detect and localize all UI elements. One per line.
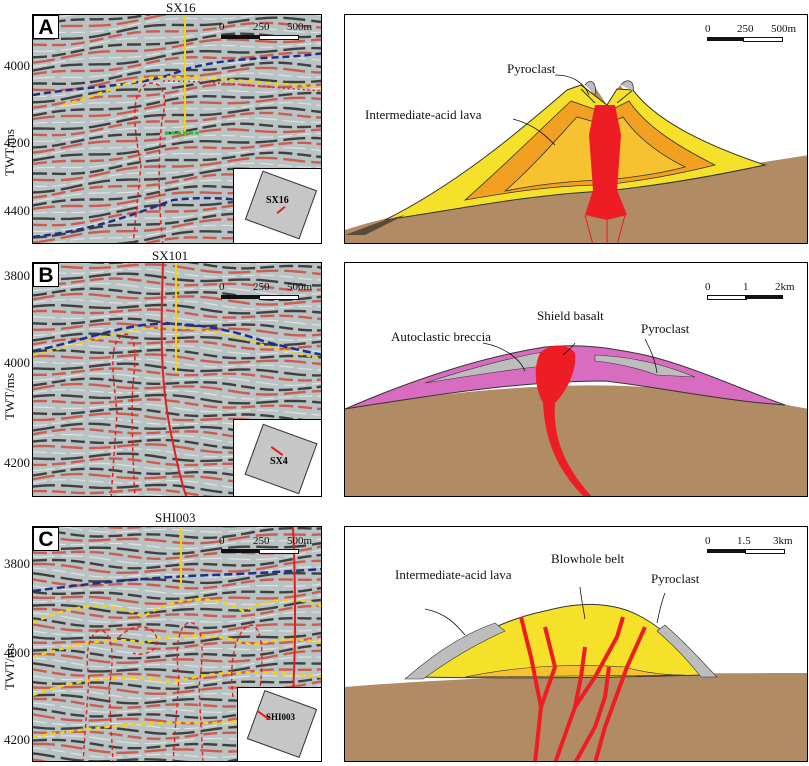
y-tick-c-2: 4000: [4, 645, 30, 660]
well-label-b: SX101: [152, 248, 189, 263]
volcano-model-a: [345, 74, 807, 243]
volcano-model-c: [345, 586, 807, 761]
location-inset-a: SX16: [233, 168, 321, 243]
seismic-scale-b: 0 250 500m: [219, 281, 319, 311]
label-intermediate-acid-lava-c: Intermediate-acid lava: [395, 567, 512, 582]
volcano-model-b: [345, 338, 807, 496]
model-scale-b: 0 1 2km: [705, 281, 805, 311]
label-shield-basalt: Shield basalt: [537, 308, 604, 323]
conduit-b: [535, 345, 592, 496]
seismic-panel-a: 0 250 500m SX16: [32, 14, 322, 244]
conduit-a: [585, 105, 627, 220]
label-autoclastic-breccia: Autoclastic breccia: [391, 329, 491, 344]
well-label-a: SX16: [166, 0, 196, 15]
label-pyroclast-b: Pyroclast: [641, 321, 690, 336]
location-inset-b: SX4: [233, 419, 321, 496]
y-tick-a-2: 4200: [4, 135, 30, 150]
horizon-blue-b: [33, 322, 321, 356]
label-intermediate-acid-lava-a: Intermediate-acid lava: [365, 107, 482, 122]
y-axis-label-a: TWT/ms: [2, 129, 17, 176]
y-tick-c-1: 3800: [4, 556, 30, 571]
panel-letter-b: B: [33, 263, 59, 287]
horizon-blue-upper: [33, 52, 321, 97]
model-scale-a: 0 250 500m: [705, 23, 805, 53]
conduit-outline-a: [132, 82, 166, 243]
y-axis-label-c: TWT/ms: [2, 643, 17, 690]
location-inset-c: SHI003: [237, 687, 321, 761]
seismic-panel-b: 0 250 500m SX4: [32, 262, 322, 497]
fault-b: [160, 263, 188, 496]
model-panel-a: 0 250 500m Pyroclast Intermediate-acid l…: [344, 14, 808, 244]
blowhole-conduits: [519, 616, 647, 761]
y-tick-c-3: 4200: [4, 732, 30, 747]
horizon-yellow: [62, 75, 321, 107]
model-panel-b: 0 1 2km Shield basalt Autoclastic brecci…: [344, 262, 808, 497]
y-tick-a-1: 4000: [4, 58, 30, 73]
conduit-outline-b: [110, 333, 136, 496]
seismic-scale-c: 0 250 500m: [219, 535, 319, 565]
model-scale-c: 0 1.5 3km: [705, 535, 805, 565]
horizon-blue-c: [33, 567, 321, 593]
well-label-c: SHI003: [155, 510, 196, 525]
y-tick-b-1: 3800: [4, 268, 30, 283]
panel-letter-c: C: [33, 527, 59, 551]
horizon-yellow-b: [33, 326, 321, 360]
y-tick-a-3: 4400: [4, 203, 30, 218]
seismic-scale-a: 0 250 500m: [219, 21, 319, 51]
label-pyroclast-a: Pyroclast: [507, 61, 556, 76]
label-pyroclast-c: Pyroclast: [651, 571, 700, 586]
panel-letter-a: A: [33, 15, 59, 39]
seismic-panel-c: 0 250 500m SHI003: [32, 526, 322, 762]
label-blowhole-belt: Blowhole belt: [551, 551, 625, 566]
model-panel-c: 0 1.5 3km Intermediate-acid lava Blowhol…: [344, 526, 808, 762]
y-tick-b-3: 4200: [4, 455, 30, 470]
y-axis-label-b: TWT/ms: [2, 373, 17, 420]
y-tick-b-2: 4000: [4, 355, 30, 370]
